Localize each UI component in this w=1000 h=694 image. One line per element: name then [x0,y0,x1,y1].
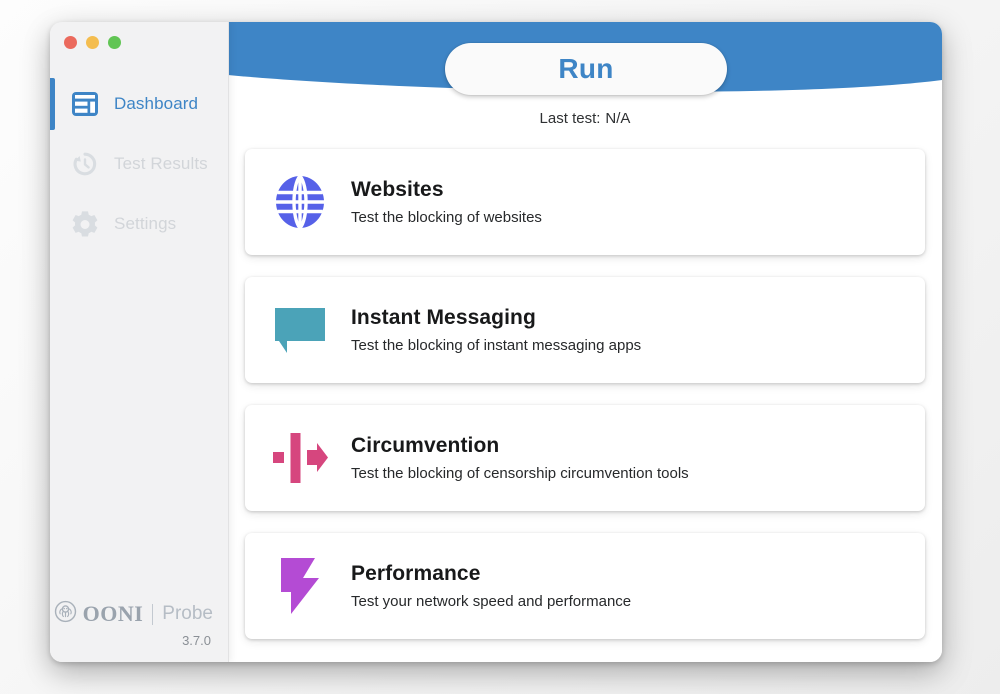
test-card-instant-messaging[interactable]: Instant Messaging Test the blocking of i… [245,277,925,383]
globe-icon [269,171,331,233]
application-window: Dashboard Test Results [50,22,942,662]
card-description: Test the blocking of instant messaging a… [351,337,642,354]
sidebar-item-label: Settings [114,214,177,233]
card-title: Circumvention [351,434,500,457]
card-description: Test your network speed and performance [351,593,632,610]
circumvention-arrow-icon [269,427,331,489]
last-test-value: N/A [605,110,631,127]
card-text: Websites Test the blocking of websites [351,178,542,226]
dashboard-icon [70,89,100,119]
test-card-performance[interactable]: Performance Test your network speed and … [245,533,925,639]
sidebar: Dashboard Test Results [50,22,228,662]
ooni-probe-footer: OONI Probe 3.7.0 [50,600,228,648]
card-description: Test the blocking of websites [351,209,542,226]
last-test-label: Last test: [539,110,601,127]
lightning-bolt-icon [269,555,331,617]
sidebar-item-settings[interactable]: Settings [50,194,228,254]
close-window-button[interactable] [64,36,77,49]
ooni-octopus-logo-icon [54,600,77,628]
card-title: Websites [351,178,444,201]
sidebar-item-label: Test Results [114,154,208,173]
run-button-label: Run [558,53,614,84]
gear-icon [70,209,100,239]
ooni-brand: OONI Probe [50,600,213,628]
chat-bubble-icon [269,299,331,361]
last-test-status: Last test:N/A [228,110,942,127]
app-version: 3.7.0 [182,633,211,648]
minimize-window-button[interactable] [86,36,99,49]
window-traffic-lights [64,36,121,49]
card-description: Test the blocking of censorship circumve… [351,465,689,482]
test-card-websites[interactable]: Websites Test the blocking of websites [245,149,925,255]
card-title: Performance [351,562,481,585]
card-title: Instant Messaging [351,306,536,329]
card-text: Circumvention Test the blocking of censo… [351,434,689,482]
probe-wordmark: Probe [162,603,213,624]
ooni-wordmark: OONI [82,601,144,626]
run-button[interactable]: Run [445,43,727,95]
sidebar-nav: Dashboard Test Results [50,74,228,254]
sidebar-item-dashboard[interactable]: Dashboard [50,74,228,134]
card-text: Performance Test your network speed and … [351,562,631,610]
active-item-indicator [50,78,55,130]
test-card-circumvention[interactable]: Circumvention Test the blocking of censo… [245,405,925,511]
maximize-window-button[interactable] [108,36,121,49]
sidebar-item-label: Dashboard [114,94,199,113]
test-cards-list: Websites Test the blocking of websites I… [245,149,925,661]
history-clock-icon [70,149,100,179]
sidebar-item-test-results[interactable]: Test Results [50,134,228,194]
brand-divider [152,603,154,625]
main-content: Run Last test:N/A [228,22,942,662]
card-text: Instant Messaging Test the blocking of i… [351,306,641,354]
